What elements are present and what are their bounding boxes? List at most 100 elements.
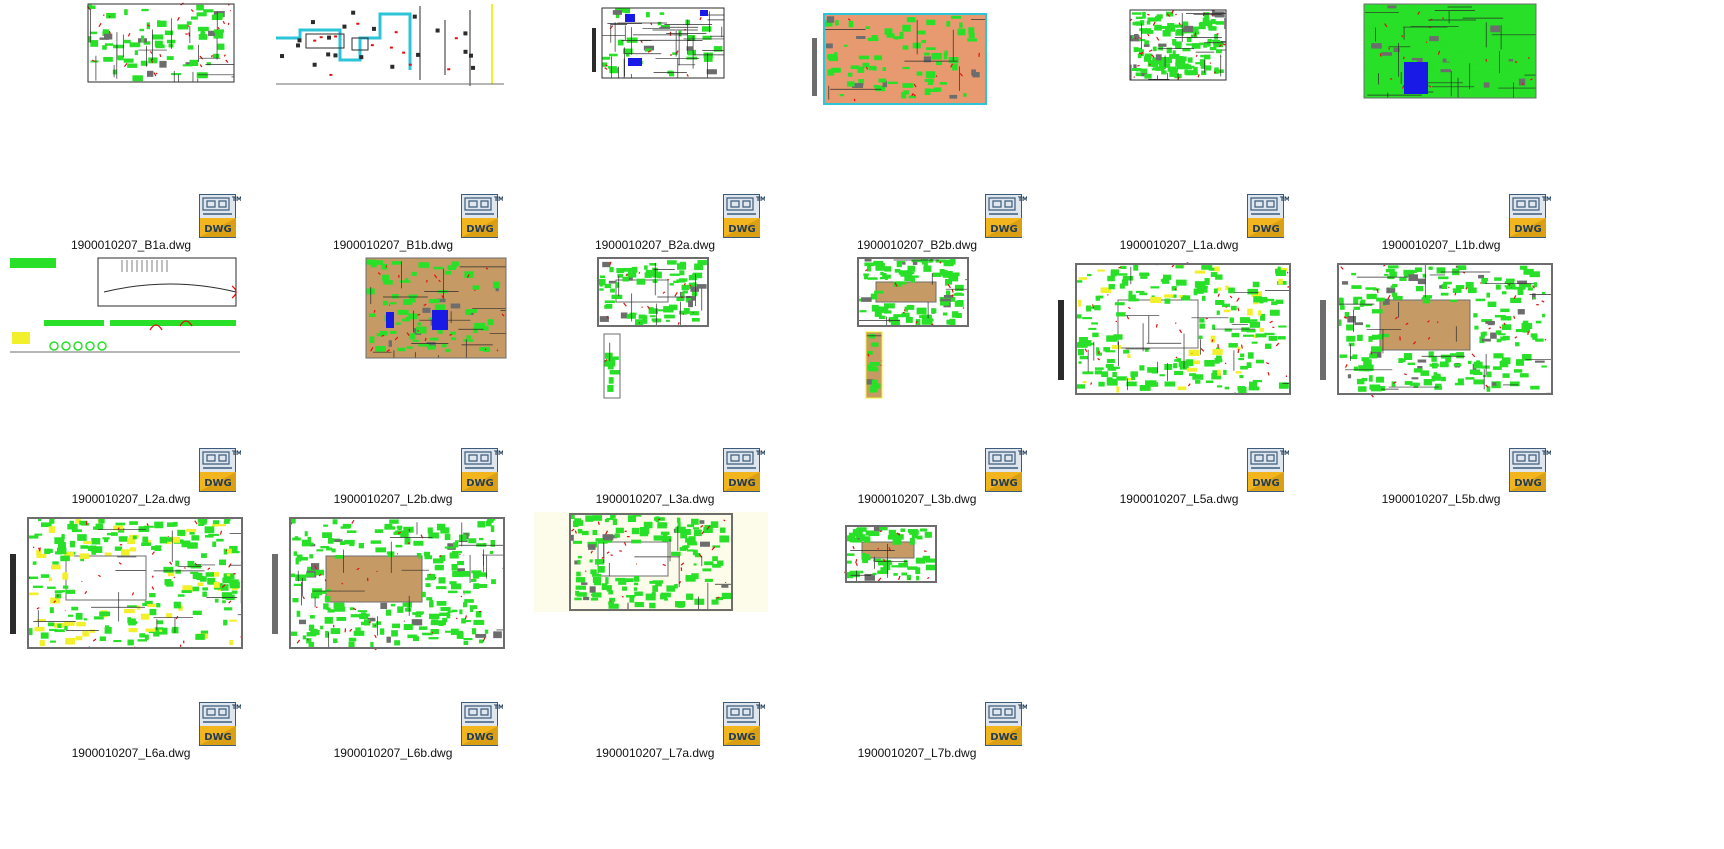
floor-plan-drawing (603, 333, 621, 399)
floor-plan-drawing (1363, 3, 1537, 99)
dwg-badge-text: DWG (204, 224, 232, 235)
file-name-label: 1900010207_L2a.dwg (71, 492, 191, 506)
dwg-badge-text: DWG (990, 478, 1018, 489)
file-item-l3b[interactable]: DWG TM 1900010207_L3b.dwg (786, 254, 1048, 508)
dwg-file-icon: DWG TM (1247, 448, 1290, 492)
dwg-badge-text: DWG (466, 478, 494, 489)
file-thumbnail (262, 0, 524, 200)
trademark-text: TM (1018, 450, 1027, 457)
file-name-label: 1900010207_B2b.dwg (856, 238, 978, 252)
file-item-l6a[interactable]: DWG TM 1900010207_L6a.dwg (0, 508, 262, 762)
file-item-l7b[interactable]: DWG TM 1900010207_L7b.dwg (786, 508, 1048, 762)
file-thumbnail (1310, 0, 1572, 200)
floor-plan-drawing (844, 525, 937, 583)
dwg-file-icon: DWG TM (1509, 448, 1552, 492)
dwg-file-icon: DWG TM (461, 448, 504, 492)
file-name-label: 1900010207_L5a.dwg (1119, 492, 1239, 506)
file-thumbnail (786, 508, 1048, 708)
file-item-l6b[interactable]: DWG TM 1900010207_L6b.dwg (262, 508, 524, 762)
dwg-file-icon: DWG TM (723, 448, 766, 492)
floor-plan-drawing (569, 513, 733, 611)
floor-plan-drawing (856, 257, 969, 327)
trademark-text: TM (494, 704, 503, 711)
file-thumbnail (786, 254, 1048, 454)
dwg-file-icon: DWG TM (199, 194, 242, 238)
file-thumbnail (1048, 254, 1310, 454)
trademark-text: TM (232, 704, 241, 711)
dwg-file-icon: DWG TM (1247, 194, 1290, 238)
file-name-label: 1900010207_B1a.dwg (70, 238, 192, 252)
floor-plan-drawing (597, 257, 709, 327)
floor-plan-drawing (1320, 263, 1553, 398)
floor-plan-drawing (592, 7, 725, 79)
file-thumbnail (0, 254, 262, 454)
file-name-label: 1900010207_L6a.dwg (71, 746, 191, 760)
file-item-b1a[interactable]: DWG TM 1900010207_B1a.dwg (0, 0, 262, 254)
file-name-label: 1900010207_L2b.dwg (333, 492, 453, 506)
dwg-file-icon: DWG TM (461, 702, 504, 746)
file-name-label: 1900010207_L6b.dwg (333, 746, 453, 760)
dwg-badge-text: DWG (1514, 478, 1542, 489)
file-thumbnail (0, 0, 262, 200)
trademark-text: TM (756, 450, 765, 457)
file-thumbnail (0, 508, 262, 708)
trademark-text: TM (1280, 450, 1289, 457)
dwg-file-icon: DWG TM (985, 448, 1028, 492)
file-name-label: 1900010207_L7a.dwg (595, 746, 715, 760)
file-name-label: 1900010207_L1b.dwg (1381, 238, 1501, 252)
file-item-l2b[interactable]: DWG TM 1900010207_L2b.dwg (262, 254, 524, 508)
file-thumbnail (524, 254, 786, 454)
file-name-label: 1900010207_L3b.dwg (857, 492, 977, 506)
file-item-l5a[interactable]: DWG TM 1900010207_L5a.dwg (1048, 254, 1310, 508)
file-thumbnail (524, 0, 786, 200)
dwg-badge-text: DWG (204, 732, 232, 743)
trademark-text: TM (494, 450, 503, 457)
dwg-badge-text: DWG (1514, 224, 1542, 235)
floor-plan-drawing (1058, 262, 1291, 395)
floor-plan-drawing (812, 13, 987, 105)
floor-plan-drawing (276, 4, 504, 86)
file-thumbnail (786, 0, 1048, 200)
file-name-label: 1900010207_L7b.dwg (857, 746, 977, 760)
file-thumbnail (1310, 254, 1572, 454)
file-name-label: 1900010207_L1a.dwg (1119, 238, 1239, 252)
file-item-l1a[interactable]: DWG TM 1900010207_L1a.dwg (1048, 0, 1310, 254)
floor-plan-drawing (86, 2, 235, 83)
floor-plan-drawing (1129, 9, 1227, 81)
file-thumbnail (524, 508, 786, 708)
file-name-label: 1900010207_B1b.dwg (332, 238, 454, 252)
trademark-text: TM (1280, 196, 1289, 203)
dwg-badge-text: DWG (728, 224, 756, 235)
dwg-badge-text: DWG (466, 732, 494, 743)
dwg-badge-text: DWG (990, 732, 1018, 743)
dwg-badge-text: DWG (1252, 224, 1280, 235)
floor-plan-drawing (10, 257, 240, 353)
floor-plan-drawing (365, 257, 507, 359)
dwg-badge-text: DWG (204, 478, 232, 489)
file-thumbnail (262, 508, 524, 708)
floor-plan-drawing (865, 331, 883, 399)
trademark-text: TM (232, 196, 241, 203)
file-name-label: 1900010207_B2a.dwg (594, 238, 716, 252)
trademark-text: TM (1542, 450, 1551, 457)
dwg-badge-text: DWG (990, 224, 1018, 235)
trademark-text: TM (756, 704, 765, 711)
dwg-badge-text: DWG (728, 478, 756, 489)
dwg-badge-text: DWG (1252, 478, 1280, 489)
trademark-text: TM (1018, 704, 1027, 711)
